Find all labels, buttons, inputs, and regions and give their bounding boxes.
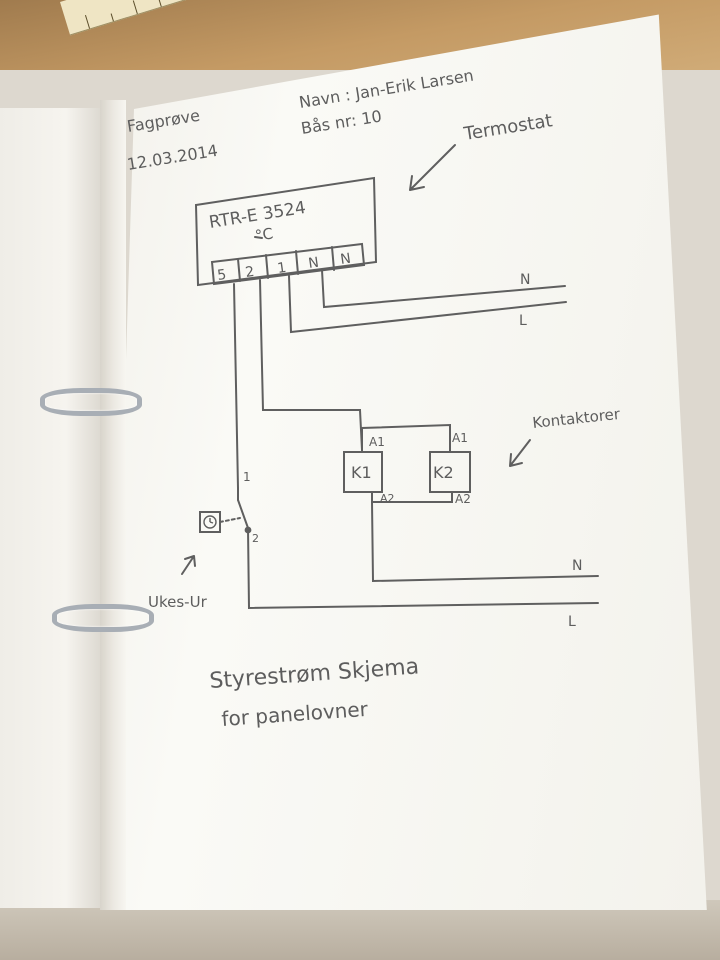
name-line: Navn : Jan-Erik Larsen (298, 66, 475, 112)
timer-contact-dot-2 (244, 526, 252, 534)
binder-ring-top (40, 388, 142, 416)
exam-date: 12.03.2014 (126, 141, 219, 174)
wire-bottom-n (371, 501, 599, 583)
wire-terminal5-timer (233, 283, 239, 489)
wire-thermostat-n (321, 269, 566, 309)
terminal-label-3: 1 (276, 260, 287, 277)
thermostat-label: Termostat (462, 110, 554, 145)
arrow-thermostat (409, 144, 456, 191)
arrow-contactors (509, 439, 531, 467)
line-label-bottom-n: N (572, 558, 582, 574)
wire-timer-bottom-l (247, 527, 599, 610)
k1-name: K1 (351, 463, 372, 482)
exam-label: Fagprøve (126, 106, 202, 136)
caption-line-1: Styrestrøm Skjema (209, 654, 420, 694)
terminal-label-5: N (339, 251, 352, 268)
thermostat-box (194, 176, 378, 287)
wire-k1-k2-top (361, 423, 451, 453)
k2-top-terminal: A1 (452, 431, 468, 445)
page-gutter (100, 100, 126, 910)
timer-glyph-icon (203, 515, 217, 529)
line-label-top-n: N (520, 272, 530, 288)
caption-line-2: for panelovner (221, 697, 370, 731)
left-page-stack (0, 108, 110, 908)
timer-label: Ukes-Ur (148, 593, 208, 611)
line-label-bottom-l: L (568, 614, 576, 630)
terminal-label-1: 5 (216, 267, 227, 284)
terminal-label-2: 2 (244, 264, 255, 281)
booth-line: Bås nr: 10 (300, 106, 383, 138)
wire-thermostat-l (288, 275, 567, 334)
k2-bottom-terminal: A2 (455, 492, 471, 506)
line-label-top-l: L (519, 313, 527, 329)
degree-label: °C (254, 224, 275, 245)
terminal-label-4: N (307, 255, 320, 272)
k2-name: K2 (433, 463, 454, 482)
arrow-timer (181, 555, 196, 575)
k1-bottom-terminal: A2 (380, 492, 395, 505)
timer-switch-blade (237, 499, 249, 529)
contactors-label: Kontaktorer (532, 405, 622, 432)
timer-contact-1: 1 (243, 470, 251, 484)
terminal-strip (210, 242, 366, 286)
k1-top-terminal: A1 (369, 435, 385, 449)
timer-contact-2: 2 (252, 532, 259, 545)
binder-edge (0, 900, 720, 960)
paper-sheet (108, 14, 707, 910)
wire-k1-k2-bottom (371, 491, 453, 503)
binder-ring-bottom (52, 604, 154, 632)
